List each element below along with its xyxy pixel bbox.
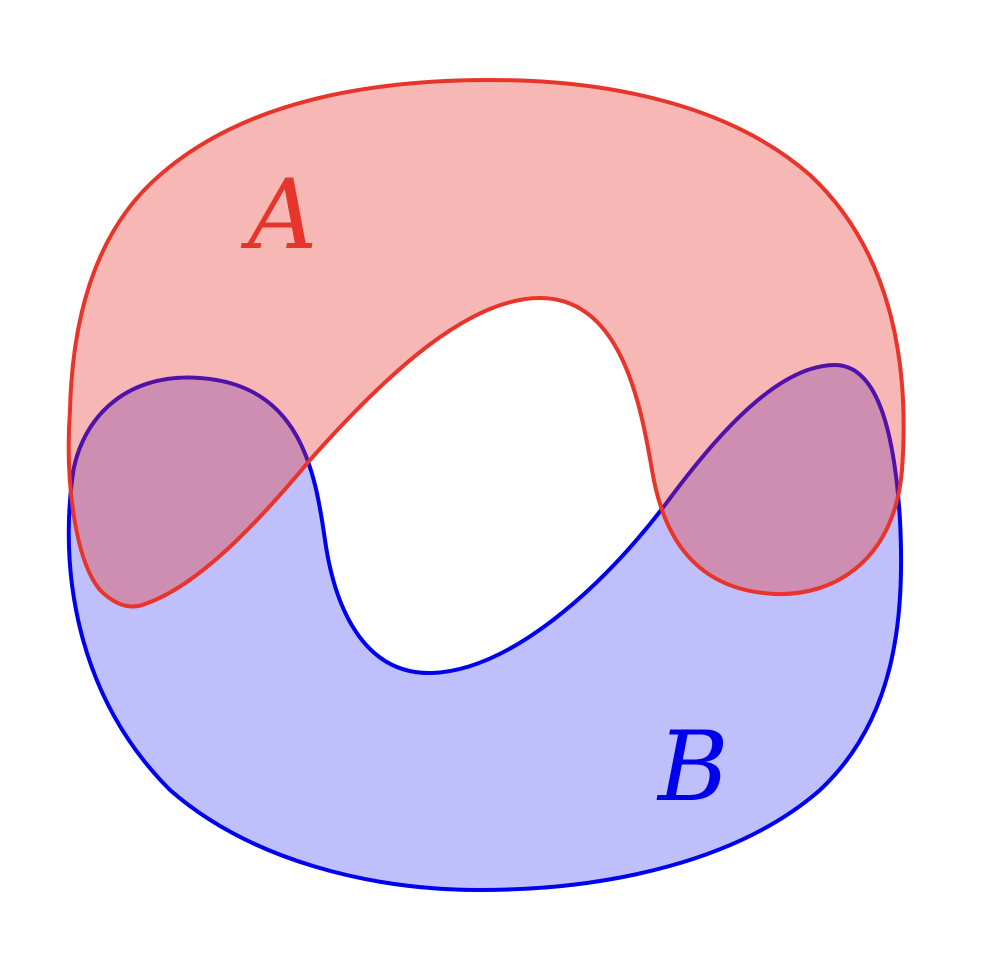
set-a-region [66, 78, 906, 609]
set-a-label: A [240, 159, 317, 271]
set-b-label: B [656, 711, 729, 823]
